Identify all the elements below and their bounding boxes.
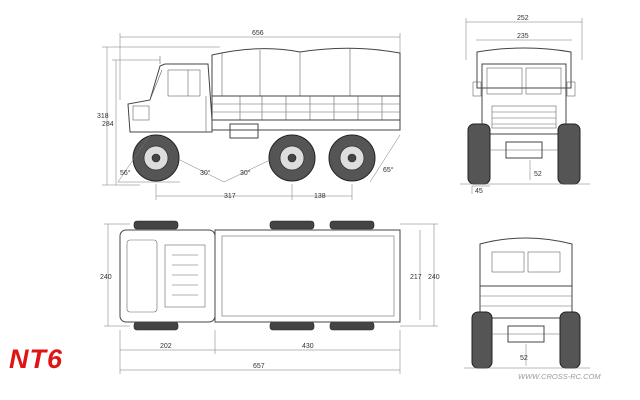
side-view: 656 318 284 bbox=[97, 30, 401, 200]
wheelbase-rear-dim: 138 bbox=[314, 193, 326, 200]
front-clearance-left-dim: 45 bbox=[475, 188, 483, 195]
top-cab-length-dim: 202 bbox=[160, 343, 172, 350]
front-wheel bbox=[132, 134, 180, 182]
side-cab-height-dim: 284 bbox=[102, 121, 114, 128]
top-width-right-dim: 240 bbox=[428, 274, 440, 281]
departure-angle-dim: 65° bbox=[383, 166, 394, 174]
website-url: WWW.CROSS-RC.COM bbox=[518, 372, 601, 381]
belly-angle-front-dim: 30° bbox=[200, 169, 211, 177]
top-bed-length-dim: 430 bbox=[302, 343, 314, 350]
rear-clearance-dim: 52 bbox=[520, 355, 528, 362]
top-view: 657 202 430 240 217 240 bbox=[100, 220, 440, 374]
side-length-dim: 656 bbox=[252, 30, 264, 37]
rear-wheel bbox=[328, 134, 376, 182]
front-cargo-width-dim: 235 bbox=[517, 33, 529, 40]
front-width-dim: 252 bbox=[517, 15, 529, 22]
side-height-dim: 318 bbox=[97, 113, 109, 120]
front-view: 252 235 45 52 bbox=[460, 15, 590, 195]
top-width-left-dim: 240 bbox=[100, 274, 112, 281]
nt6-logo: NT6 bbox=[9, 344, 64, 374]
middle-wheel bbox=[268, 134, 316, 182]
approach-angle-dim: 56° bbox=[120, 169, 131, 177]
top-bed-width-dim: 217 bbox=[410, 274, 422, 281]
front-clearance-right-dim: 52 bbox=[534, 171, 542, 178]
wheelbase-front-dim: 317 bbox=[224, 193, 236, 200]
belly-angle-rear-dim: 30° bbox=[240, 169, 251, 177]
top-length-dim: 657 bbox=[253, 363, 265, 370]
rear-view: 52 bbox=[464, 237, 590, 369]
